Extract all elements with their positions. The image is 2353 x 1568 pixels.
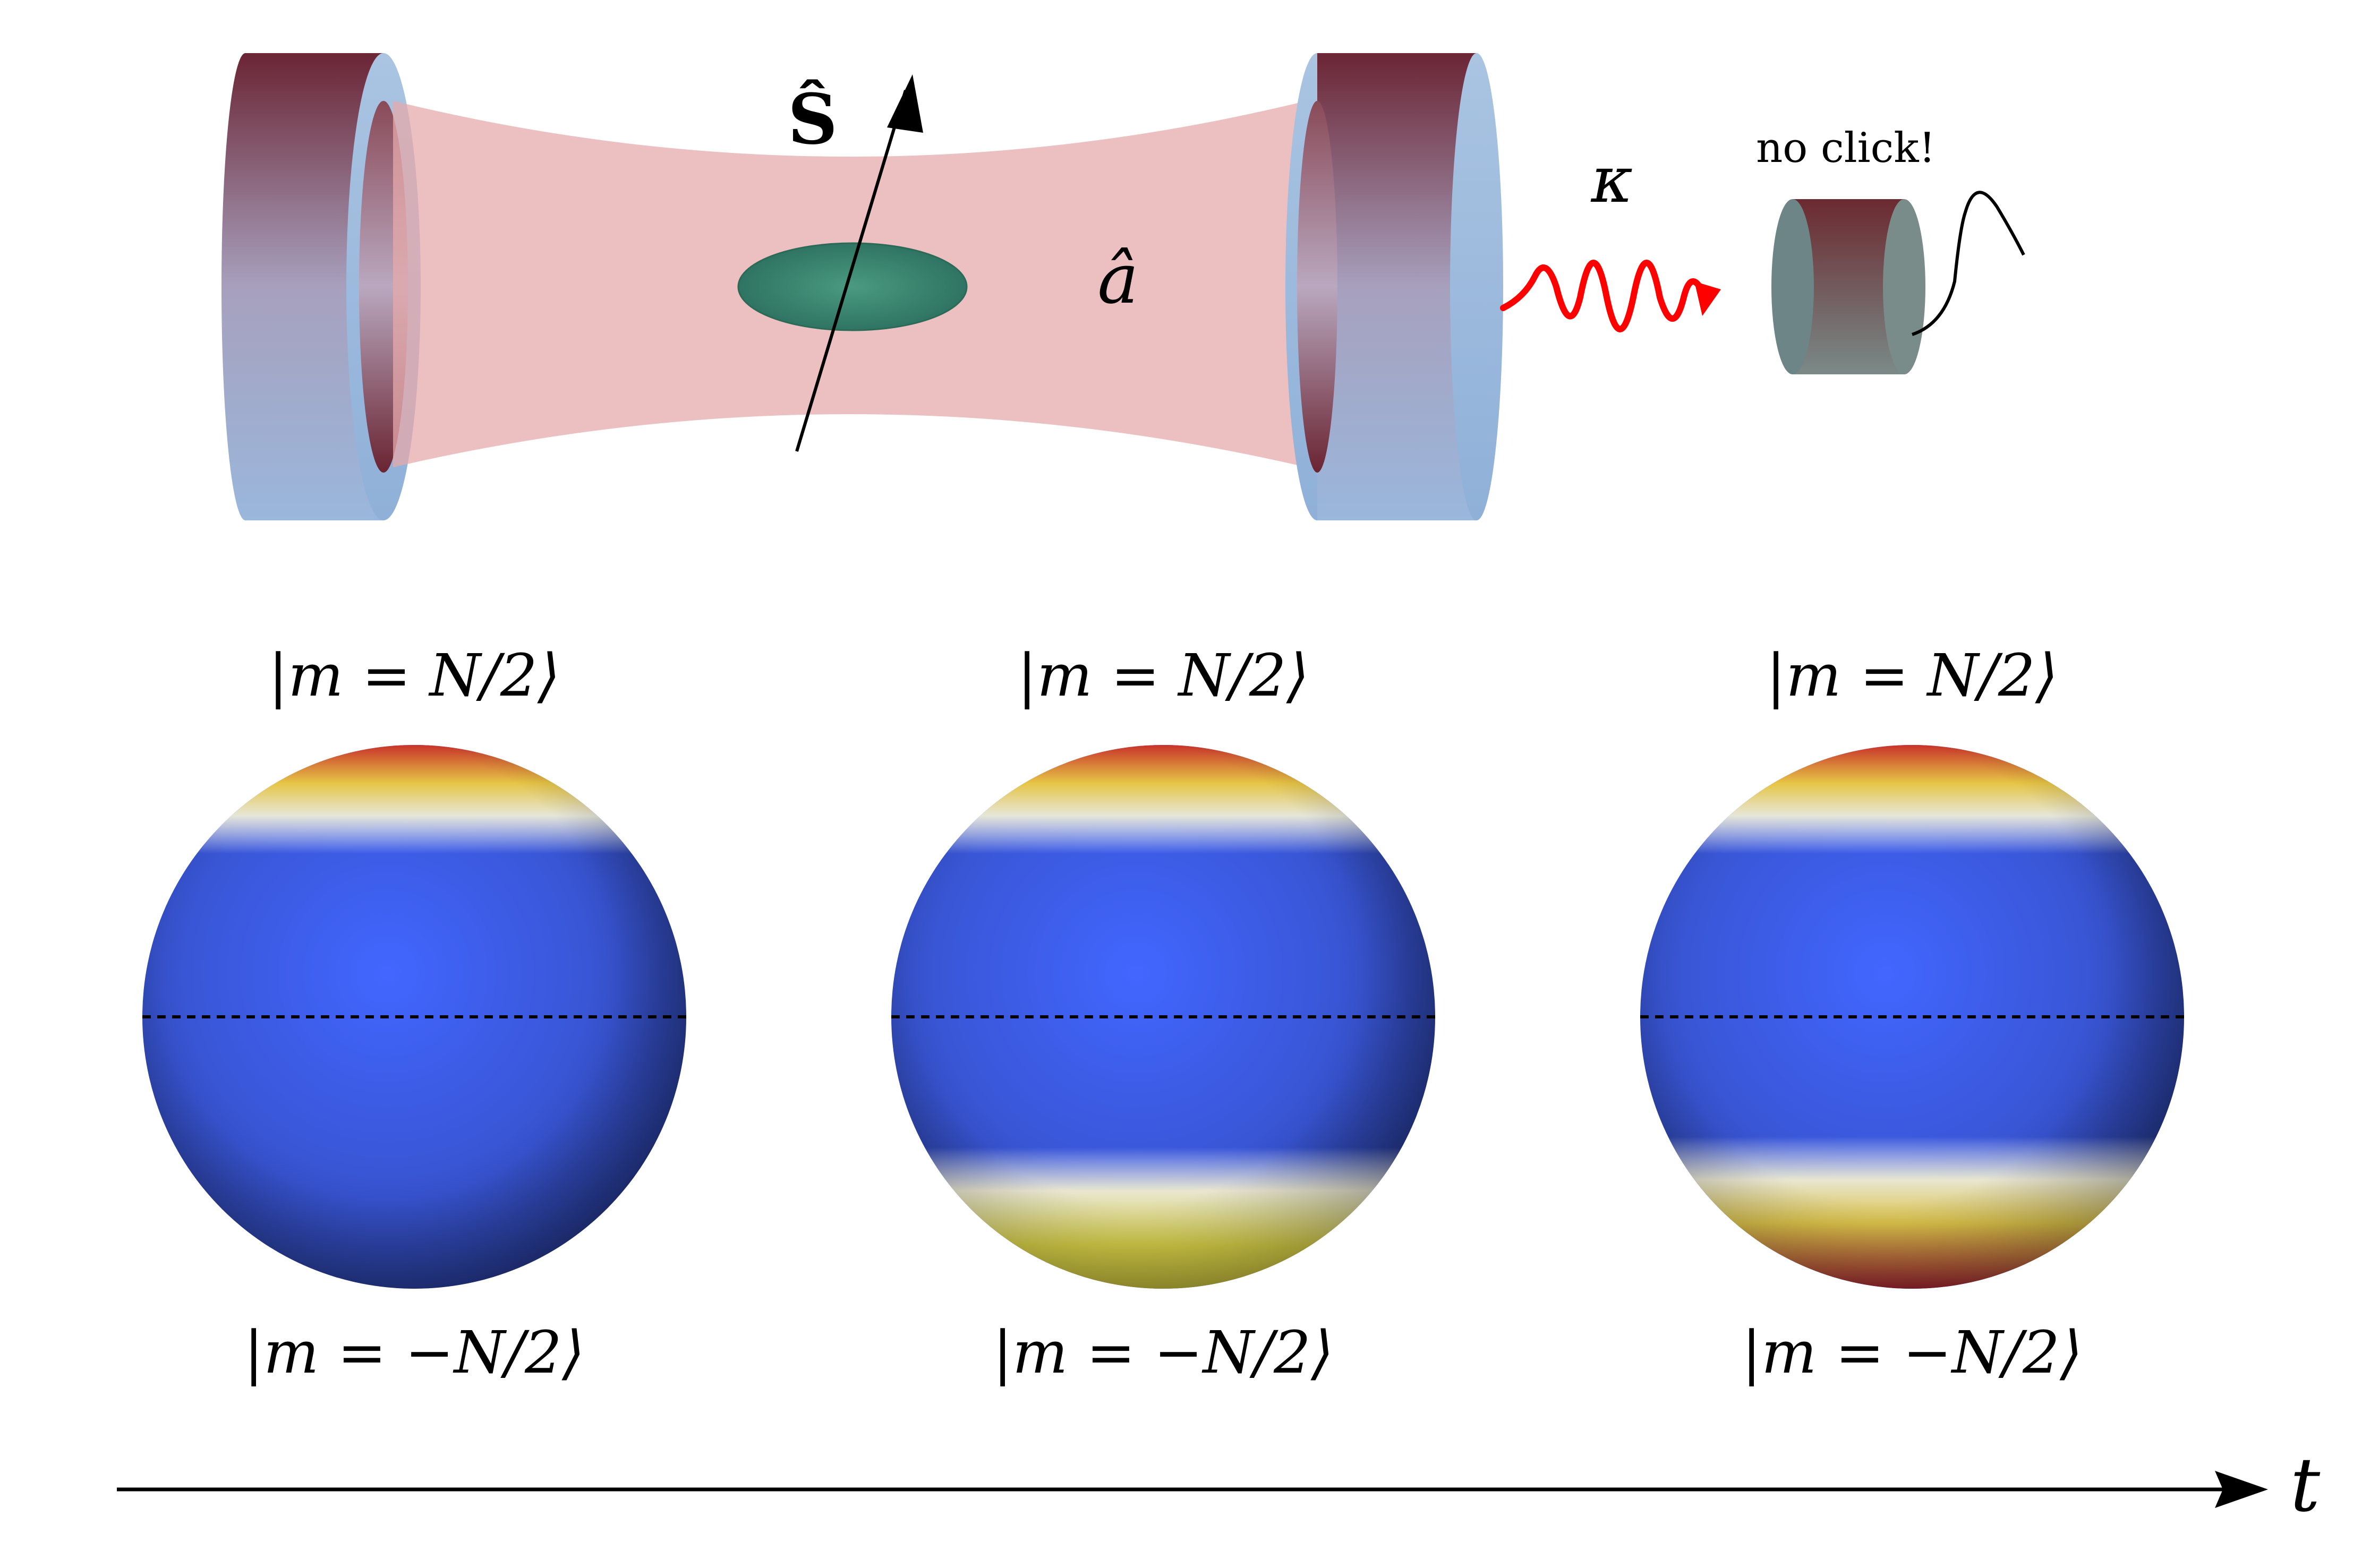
spin-arrow-head (887, 74, 923, 133)
detector: no click! (1756, 124, 2025, 374)
atom-cloud (737, 242, 968, 331)
bloch-sphere-1: |m = N/2⟩ |m = −N/2⟩ (142, 641, 686, 1386)
time-axis-arrow-head (2215, 1471, 2268, 1508)
detector-signal-wire (1912, 191, 2025, 336)
state-top-label: |m = N/2⟩ (268, 641, 560, 709)
detector-status-label: no click! (1756, 124, 1936, 172)
state-top-label: |m = N/2⟩ (1017, 641, 1309, 709)
photon-arrow-head (1694, 281, 1721, 316)
photon-wave (1500, 260, 1708, 332)
photon-emission: κ (1500, 143, 1721, 332)
bloch-sphere-3: |m = N/2⟩ |m = −N/2⟩ (1640, 641, 2184, 1386)
state-bottom-label: |m = −N/2⟩ (1742, 1318, 2083, 1386)
time-axis: t (117, 1442, 2321, 1529)
decay-rate-label: κ (1590, 143, 1633, 217)
spin-operator-label: Ŝ (788, 79, 838, 160)
cavity-mode-label: â (1097, 238, 1139, 319)
left-mirror (221, 53, 421, 520)
time-axis-label: t (2290, 1442, 2321, 1529)
state-bottom-label: |m = −N/2⟩ (244, 1318, 585, 1386)
right-mirror (1285, 53, 1503, 520)
spin-arrow (795, 90, 907, 452)
cavity: Ŝ â (221, 53, 1503, 520)
state-top-label: |m = N/2⟩ (1766, 641, 2058, 709)
bloch-sphere-2: |m = N/2⟩ |m = −N/2⟩ (891, 641, 1435, 1386)
state-bottom-label: |m = −N/2⟩ (993, 1318, 1334, 1386)
